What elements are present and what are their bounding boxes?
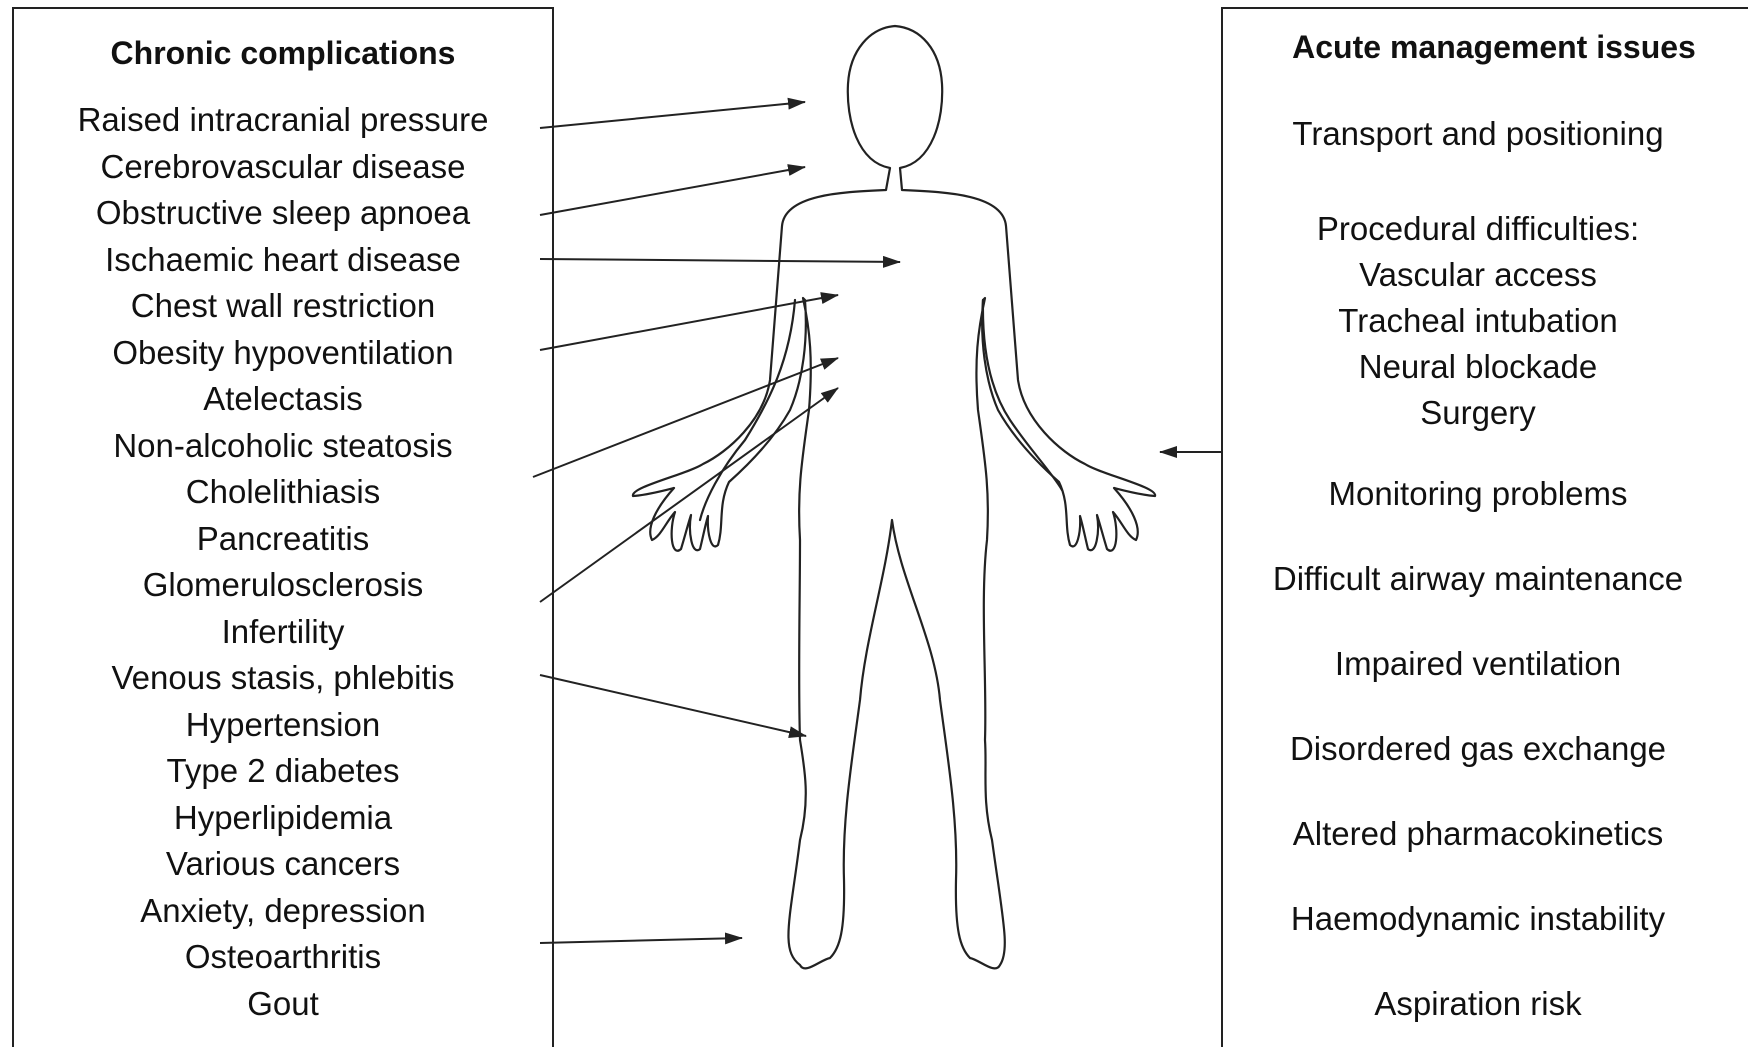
- list-item: Cerebrovascular disease: [14, 144, 552, 191]
- pharmacokinetics-item: Altered pharmacokinetics: [1213, 815, 1743, 853]
- arrow-feet: [540, 938, 742, 943]
- arrow-abdomen: [533, 358, 838, 477]
- ventilation-item: Impaired ventilation: [1213, 645, 1743, 683]
- procedural-group: Procedural difficulties: Vascular access…: [1213, 206, 1743, 436]
- acute-management-title: Acute management issues: [1215, 29, 1748, 66]
- list-item: Infertility: [14, 609, 552, 656]
- list-item: Various cancers: [14, 841, 552, 888]
- airway-item: Difficult airway maintenance: [1213, 560, 1743, 598]
- chronic-complications-title: Chronic complications: [14, 35, 552, 72]
- chronic-complications-list: Raised intracranial pressure Cerebrovasc…: [14, 97, 552, 1027]
- acute-management-panel: Acute management issues Transport and po…: [1221, 7, 1748, 1047]
- list-item: Obesity hypoventilation: [14, 330, 552, 377]
- list-item: Hypertension: [14, 702, 552, 749]
- procedural-item: Tracheal intubation: [1213, 298, 1743, 344]
- list-item: Ischaemic heart disease: [14, 237, 552, 284]
- arrow-airway-head: [540, 167, 805, 215]
- chronic-complications-panel: Chronic complications Raised intracrania…: [12, 7, 554, 1047]
- list-item: Hyperlipidemia: [14, 795, 552, 842]
- list-item: Chest wall restriction: [14, 283, 552, 330]
- transport-item: Transport and positioning: [1213, 115, 1743, 153]
- arrow-intracranial: [540, 102, 805, 128]
- list-item: Cholelithiasis: [14, 469, 552, 516]
- arrow-chest: [540, 295, 838, 350]
- procedural-item: Vascular access: [1213, 252, 1743, 298]
- list-item: Raised intracranial pressure: [14, 97, 552, 144]
- right-arm-inner-line: [983, 300, 1062, 490]
- arrow-heart: [540, 259, 900, 262]
- aspiration-item: Aspiration risk: [1213, 985, 1743, 1023]
- haemodynamic-item: Haemodynamic instability: [1213, 900, 1743, 938]
- list-item: Gout: [14, 981, 552, 1028]
- procedural-item: Neural blockade: [1213, 344, 1743, 390]
- list-item: Obstructive sleep apnoea: [14, 190, 552, 237]
- list-item: Pancreatitis: [14, 516, 552, 563]
- arrow-legs: [540, 675, 806, 736]
- arrow-kidney: [540, 388, 838, 602]
- list-item: Venous stasis, phlebitis: [14, 655, 552, 702]
- list-item: Osteoarthritis: [14, 934, 552, 981]
- human-body-outline: [633, 26, 1155, 968]
- monitoring-item: Monitoring problems: [1213, 475, 1743, 513]
- procedural-item: Surgery: [1213, 390, 1743, 436]
- list-item: Atelectasis: [14, 376, 552, 423]
- list-item: Anxiety, depression: [14, 888, 552, 935]
- list-item: Type 2 diabetes: [14, 748, 552, 795]
- procedural-heading: Procedural difficulties:: [1213, 206, 1743, 252]
- list-item: Glomerulosclerosis: [14, 562, 552, 609]
- gas-exchange-item: Disordered gas exchange: [1213, 730, 1743, 768]
- left-arm-inner-line: [700, 300, 795, 520]
- list-item: Non-alcoholic steatosis: [14, 423, 552, 470]
